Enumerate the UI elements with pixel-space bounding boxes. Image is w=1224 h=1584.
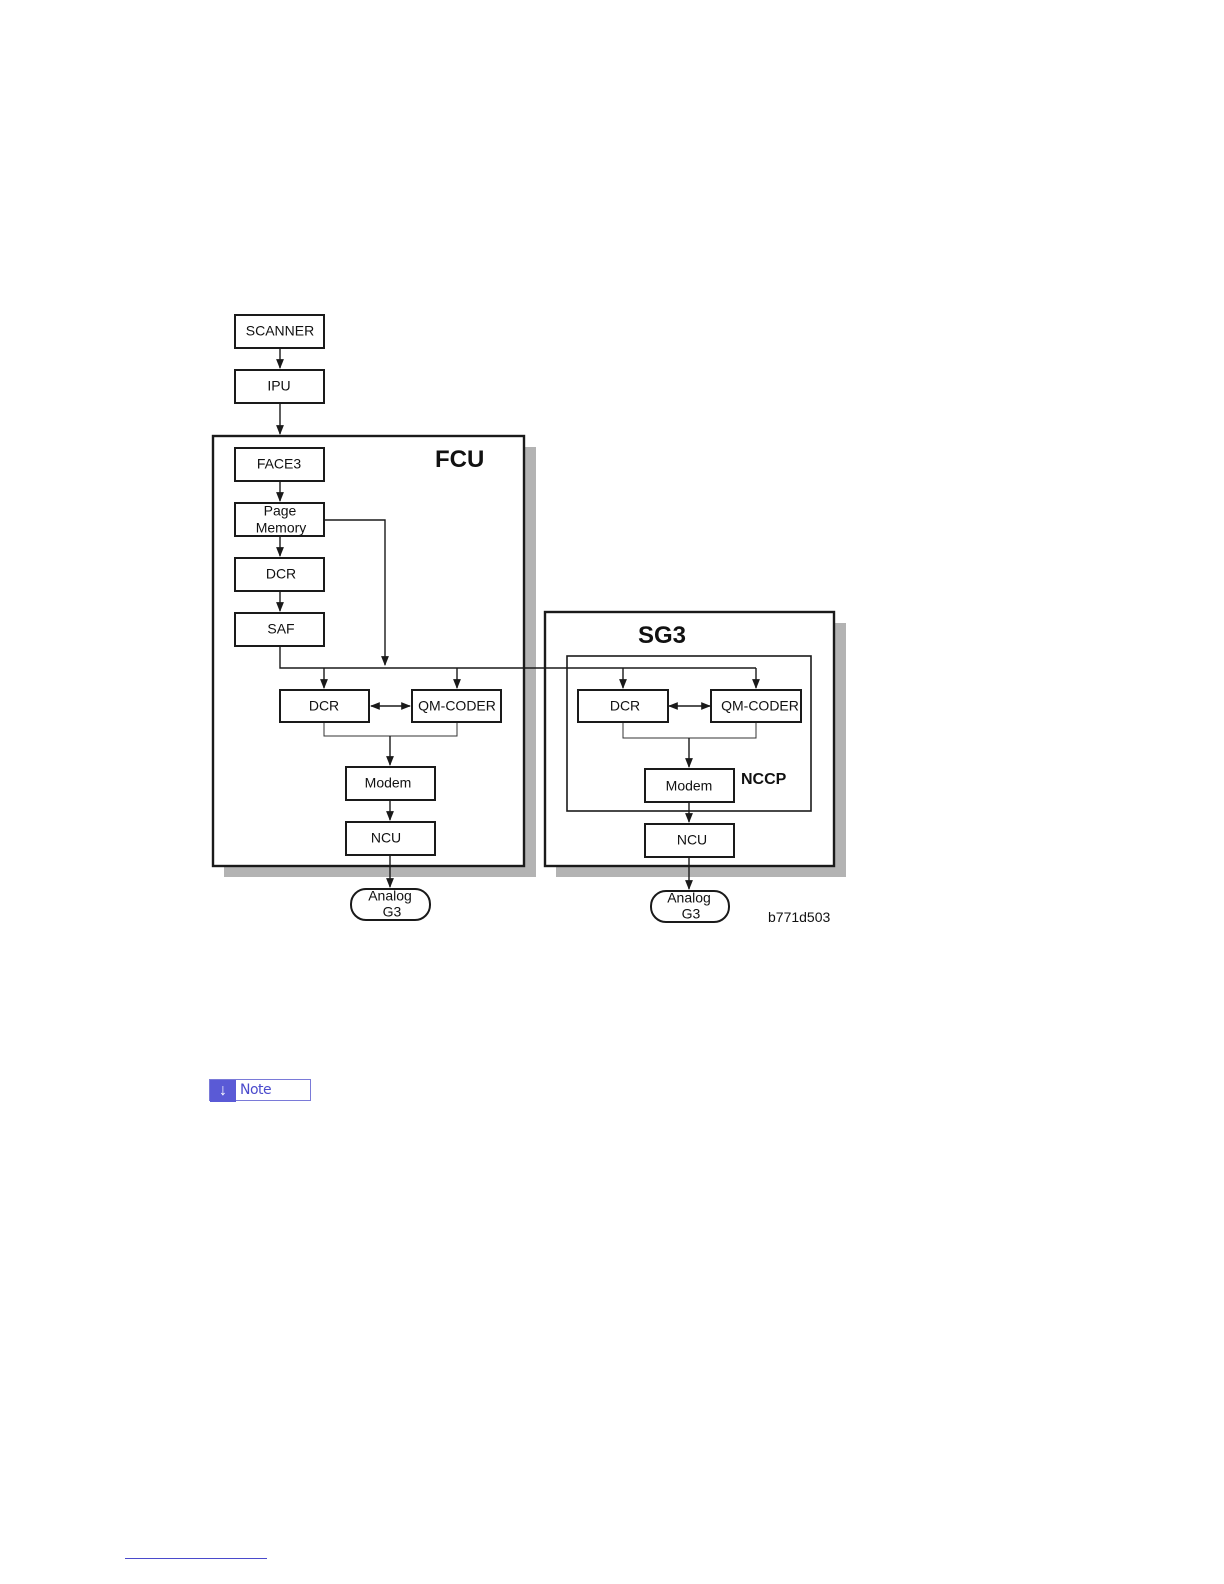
sg3-ncu-label: NCU (677, 832, 707, 848)
page-memory-label-line2: Memory (256, 520, 307, 536)
footer-rule (125, 1558, 267, 1559)
arrow-down-icon: ↓ (210, 1080, 236, 1102)
figure-id: b771d503 (768, 909, 831, 925)
nccp-title: NCCP (741, 771, 787, 788)
sg3-analog-g3-label-line1: Analog (667, 890, 711, 906)
ipu-label: IPU (267, 378, 290, 394)
fcu-analog-g3-label-line1: Analog (368, 888, 412, 904)
sg3-qm-coder-label: QM-CODER (721, 698, 799, 714)
note-label: Note (240, 1082, 271, 1098)
note-banner: ↓ Note (209, 1079, 311, 1101)
sg3-dcr-label: DCR (610, 698, 640, 714)
fcu-qm-coder-label: QM-CODER (418, 698, 496, 714)
fcu-dcr-label: DCR (309, 698, 339, 714)
page-memory-label-line1: Page (264, 503, 297, 519)
sg3-analog-g3-label-line2: G3 (682, 906, 701, 922)
fcu-frame (213, 436, 524, 866)
sg3-title: SG3 (638, 622, 686, 649)
dcr-upper-label: DCR (266, 566, 296, 582)
fcu-analog-g3-label-line2: G3 (383, 904, 402, 920)
face3-label: FACE3 (257, 456, 302, 472)
saf-label: SAF (267, 621, 294, 637)
fcu-modem-label: Modem (365, 775, 412, 791)
sg3-modem-label: Modem (666, 778, 713, 794)
fcu-title: FCU (435, 446, 484, 473)
scanner-label: SCANNER (246, 323, 314, 339)
fcu-ncu-label: NCU (371, 830, 401, 846)
